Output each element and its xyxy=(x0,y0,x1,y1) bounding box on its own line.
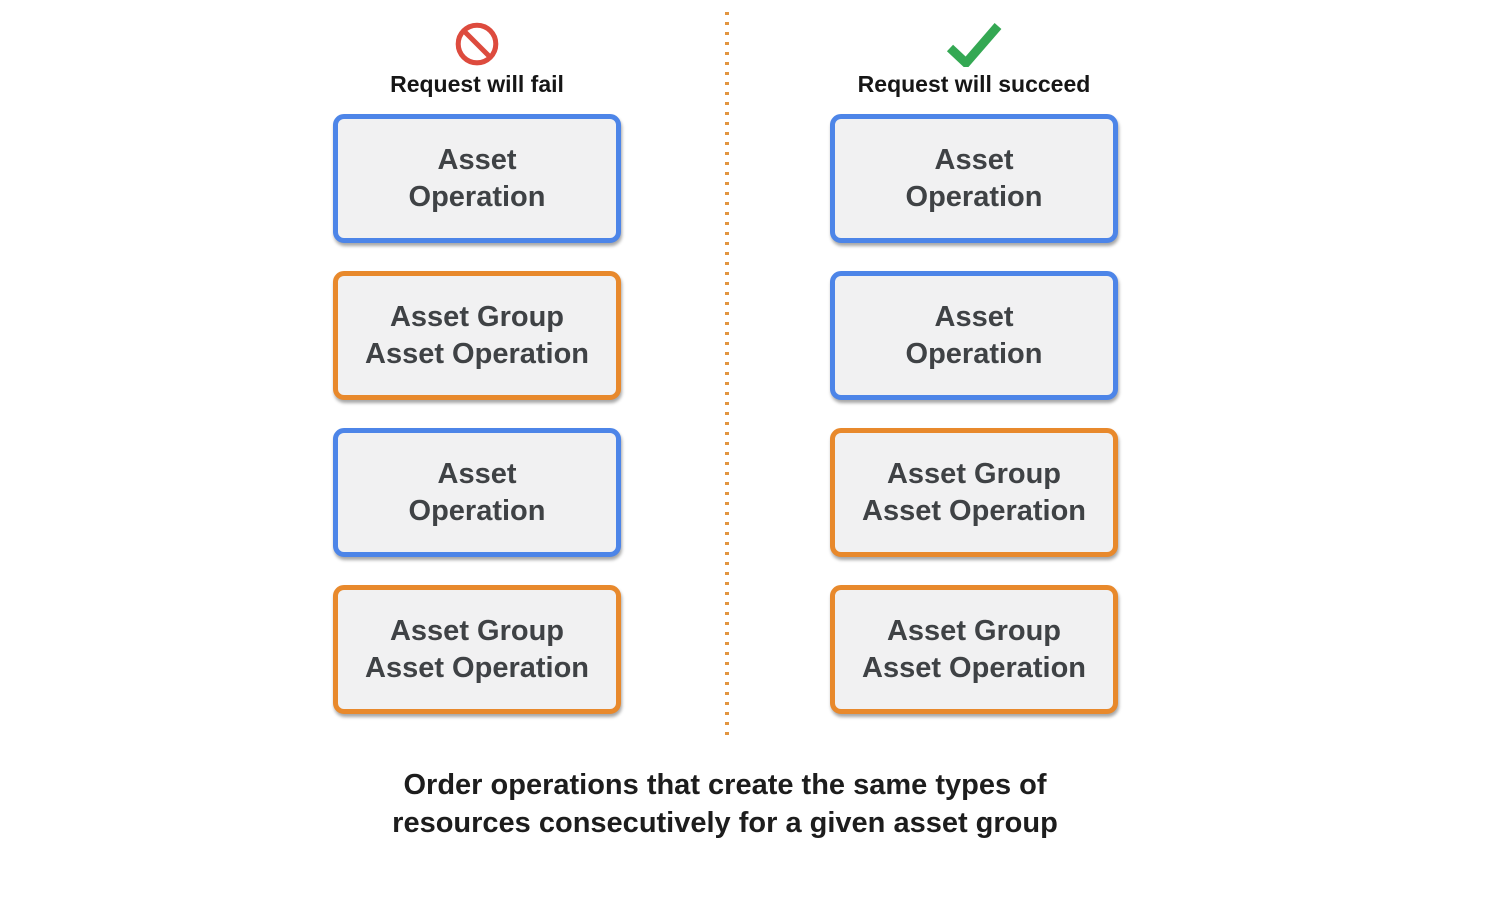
fail-column-label: Request will fail xyxy=(390,71,564,97)
succeed-status-icon-wrap xyxy=(943,20,1005,68)
box-label: Asset Operation xyxy=(905,143,1043,213)
asset-operation-box: Asset Operation xyxy=(830,271,1118,400)
box-label: Asset Group Asset Operation xyxy=(365,300,589,370)
asset-group-asset-operation-box: Asset Group Asset Operation xyxy=(830,428,1118,557)
column-divider xyxy=(725,12,729,738)
box-label: Asset Group Asset Operation xyxy=(365,614,589,684)
asset-operation-box: Asset Operation xyxy=(830,114,1118,243)
asset-group-asset-operation-box: Asset Group Asset Operation xyxy=(333,585,621,714)
checkmark-icon xyxy=(946,23,1002,67)
asset-group-asset-operation-box: Asset Group Asset Operation xyxy=(333,271,621,400)
box-label: Asset Operation xyxy=(408,143,546,213)
box-label: Asset Group Asset Operation xyxy=(862,614,1086,684)
caption-text: Order operations that create the same ty… xyxy=(392,769,1058,839)
box-label: Asset Operation xyxy=(905,300,1043,370)
box-label: Asset Group Asset Operation xyxy=(862,457,1086,527)
succeed-column: Request will succeed Asset Operation Ass… xyxy=(830,20,1118,714)
asset-operation-box: Asset Operation xyxy=(333,114,621,243)
box-label: Asset Operation xyxy=(408,457,546,527)
fail-column: Request will fail Asset Operation Asset … xyxy=(333,20,621,714)
asset-group-asset-operation-box: Asset Group Asset Operation xyxy=(830,585,1118,714)
asset-operation-box: Asset Operation xyxy=(333,428,621,557)
succeed-column-label: Request will succeed xyxy=(857,71,1091,97)
no-entry-icon xyxy=(455,22,499,66)
fail-status-icon-wrap xyxy=(455,20,499,68)
